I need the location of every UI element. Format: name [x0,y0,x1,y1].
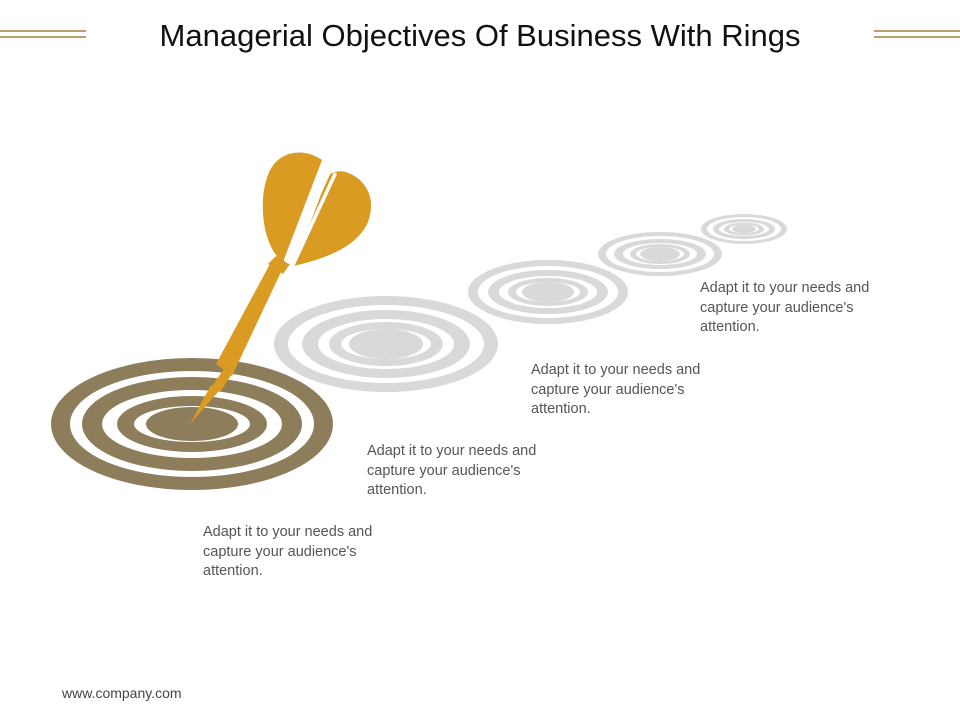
footer-url: www.company.com [62,685,182,701]
ring-icon [274,296,498,392]
ring-icon [701,214,787,244]
ring-icon [468,260,628,324]
dart-icon [190,152,372,424]
ring-icon [598,232,722,276]
caption-3: Adapt it to your needs and capture your … [531,362,701,417]
page-title: Managerial Objectives Of Business With R… [159,18,801,53]
title-decoration-right [874,30,960,39]
caption-1: Adapt it to your needs and capture your … [203,524,373,579]
target-icon [51,358,333,490]
title-decoration-left [0,30,86,39]
caption-4: Adapt it to your needs and capture your … [700,280,870,335]
caption-2: Adapt it to your needs and capture your … [367,443,537,498]
